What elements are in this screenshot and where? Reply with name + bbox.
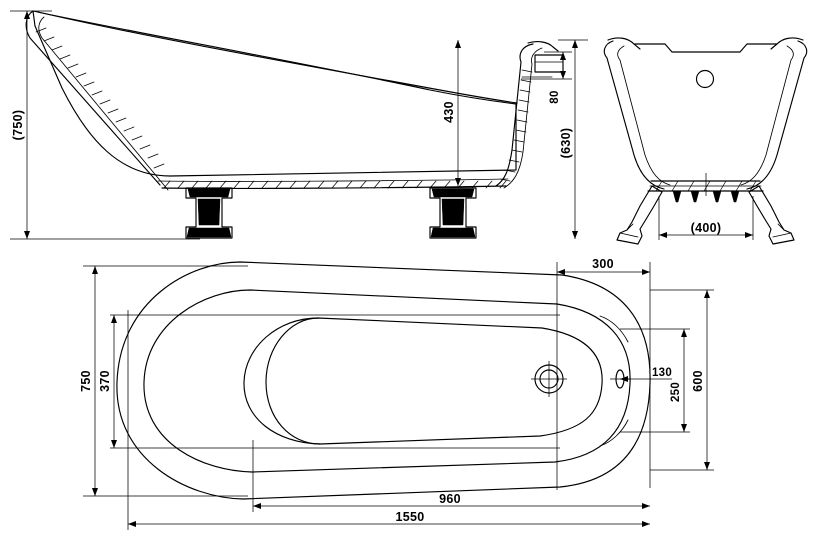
bath-tap-end-lip-top <box>527 41 559 52</box>
dim-label-plan-overall-depth: 600 <box>691 370 705 392</box>
dim-label-plan-overall-width: 750 <box>79 370 93 392</box>
dim-label-side-rim-offset: 80 <box>549 90 561 103</box>
dim-label-side-water-depth: 430 <box>442 101 456 123</box>
dim-label-plan-overflow-band: 250 <box>670 382 682 402</box>
end-wall-right-inner <box>740 45 794 186</box>
bath-rim-band-upper <box>157 178 509 182</box>
end-rim-left-lip <box>607 37 641 50</box>
dim-label-plan-waste-offset: 130 <box>652 367 672 379</box>
plan-view: 750 370 300 130 250 600 960 1550 <box>79 257 714 530</box>
slipper-rail-hatching <box>35 27 165 169</box>
dim-label-side-overall-height: (750) <box>11 110 25 141</box>
end-wall-left-outer <box>603 40 665 190</box>
bath-upper-rim-curve <box>37 11 518 104</box>
dim-label-end-foot-spacing: (400) <box>691 221 722 235</box>
bath-tap-end-wall <box>495 43 534 187</box>
claw-foot-left <box>185 187 233 239</box>
plan-footwell-outline <box>265 317 321 445</box>
bath-side-outer-profile <box>32 10 517 177</box>
rim-band-hatching <box>163 180 507 189</box>
tap-end-hatching <box>499 69 533 182</box>
end-claw-foot-left <box>616 185 663 245</box>
dim-label-plan-inner-width: 370 <box>98 370 112 392</box>
plan-grip-recess-bottom <box>599 419 629 447</box>
end-claw-foot-right <box>748 185 795 245</box>
plan-grip-recess-top <box>599 315 629 343</box>
end-base-fixings <box>672 190 740 203</box>
side-elevation-view: (750) 430 80 (630) <box>10 10 588 240</box>
bath-tap-end-wall-inner <box>503 47 543 189</box>
slipper-back-rail-inner <box>38 16 169 191</box>
plan-outer-outline <box>116 261 651 500</box>
slipper-back-rail <box>25 10 161 186</box>
dim-label-side-tap-end-height: (630) <box>559 128 573 159</box>
dim-label-plan-overall-length: 1550 <box>395 510 424 524</box>
end-top-rim <box>634 43 778 53</box>
plan-rim-inner-outline <box>143 289 631 473</box>
tap-ledge <box>534 54 564 73</box>
end-elevation-view: (400) <box>603 37 808 245</box>
claw-foot-right <box>429 187 477 239</box>
end-wall-right-outer <box>746 40 808 190</box>
dim-label-plan-inner-length: 960 <box>439 492 461 506</box>
waste-outlet <box>531 361 567 397</box>
plan-bowl-outline <box>243 317 603 445</box>
end-wall-left-inner <box>617 45 671 186</box>
overflow-outlet-icon <box>695 69 715 89</box>
dim-label-plan-tap-offset: 300 <box>592 257 614 271</box>
